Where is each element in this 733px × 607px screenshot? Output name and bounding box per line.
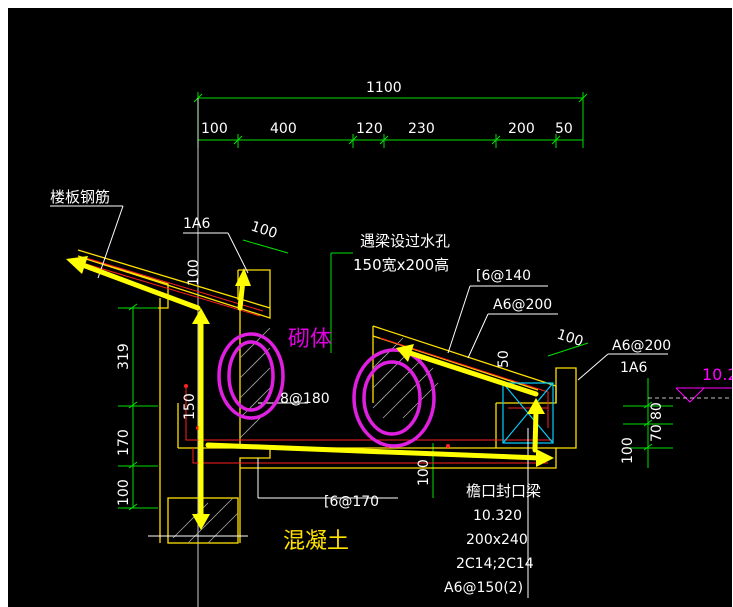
label-slab-rebar: 楼板钢筋 — [50, 188, 110, 206]
label-drain-hole-1: 遇梁设过水孔 — [360, 232, 450, 250]
label-text: 楼板钢筋 1A6 遇梁设过水孔 150宽x200高 [6@140 A6@200 … — [50, 188, 732, 596]
dim-left-100: 100 — [116, 479, 132, 506]
dim-150: 150 — [182, 393, 198, 420]
label-a6-200-right: A6@200 — [612, 338, 671, 354]
dim-seg-1: 100 — [201, 121, 228, 137]
label-eave-beam-title: 檐口封口梁 — [466, 482, 541, 500]
markup-text: 砌体 混凝土 — [283, 327, 349, 554]
dim-seg-6: 50 — [555, 121, 573, 137]
dim-100-vertical-slab: 100 — [186, 259, 202, 286]
label-1a6: 1A6 — [183, 216, 210, 232]
dim-right-70: 70 — [649, 424, 665, 442]
label-drain-hole-2: 150宽x200高 — [353, 256, 449, 274]
dimension-text: 1100 100 400 120 230 200 50 100 100 319 … — [116, 80, 665, 506]
label-eave-beam-elev: 10.320 — [473, 508, 522, 524]
markup-circles — [217, 332, 436, 448]
section-drawing: 1100 100 400 120 230 200 50 100 100 319 … — [50, 80, 732, 607]
label-eave-beam-size: 200x240 — [466, 532, 528, 548]
dim-seg-4: 230 — [408, 121, 435, 137]
label-c6-170: [6@170 — [324, 494, 379, 510]
elevation-marker — [648, 387, 732, 403]
label-eave-beam-bars: 2C14;2C14 — [456, 556, 534, 572]
dim-bottom-mid: 100 — [416, 459, 432, 486]
dim-left-170: 170 — [116, 429, 132, 456]
dim-angled-right: 100 — [555, 327, 585, 350]
dim-seg-2: 400 — [270, 121, 297, 137]
dim-seg-3: 120 — [356, 121, 383, 137]
label-eave-beam-stirrup: A6@150(2) — [444, 580, 523, 596]
dim-angled-left: 100 — [249, 219, 279, 242]
dim-left-319: 319 — [116, 343, 132, 370]
label-1a6-right: 1A6 — [620, 360, 647, 376]
markup-arrows — [66, 256, 554, 530]
masonry-hatch — [172, 327, 439, 544]
label-elevation: 10.25 — [702, 365, 732, 384]
drawing-canvas[interactable]: 1100 100 400 120 230 200 50 100 100 319 … — [8, 8, 732, 607]
rebar-lines — [85, 257, 553, 464]
structure-outline — [77, 249, 577, 544]
dim-overall: 1100 — [366, 80, 402, 96]
label-c6-140: [6@140 — [476, 268, 531, 284]
annotation-masonry: 砌体 — [288, 327, 332, 352]
dim-right-80: 80 — [649, 402, 665, 420]
dimension-lines — [118, 92, 673, 607]
dim-right-100: 100 — [620, 437, 636, 464]
annotation-concrete: 混凝土 — [283, 529, 349, 554]
label-a6-200-mid: A6@200 — [493, 297, 552, 313]
label-b8-180: 8@180 — [280, 391, 330, 407]
dim-seg-5: 200 — [508, 121, 535, 137]
dim-50: 50 — [496, 350, 512, 368]
